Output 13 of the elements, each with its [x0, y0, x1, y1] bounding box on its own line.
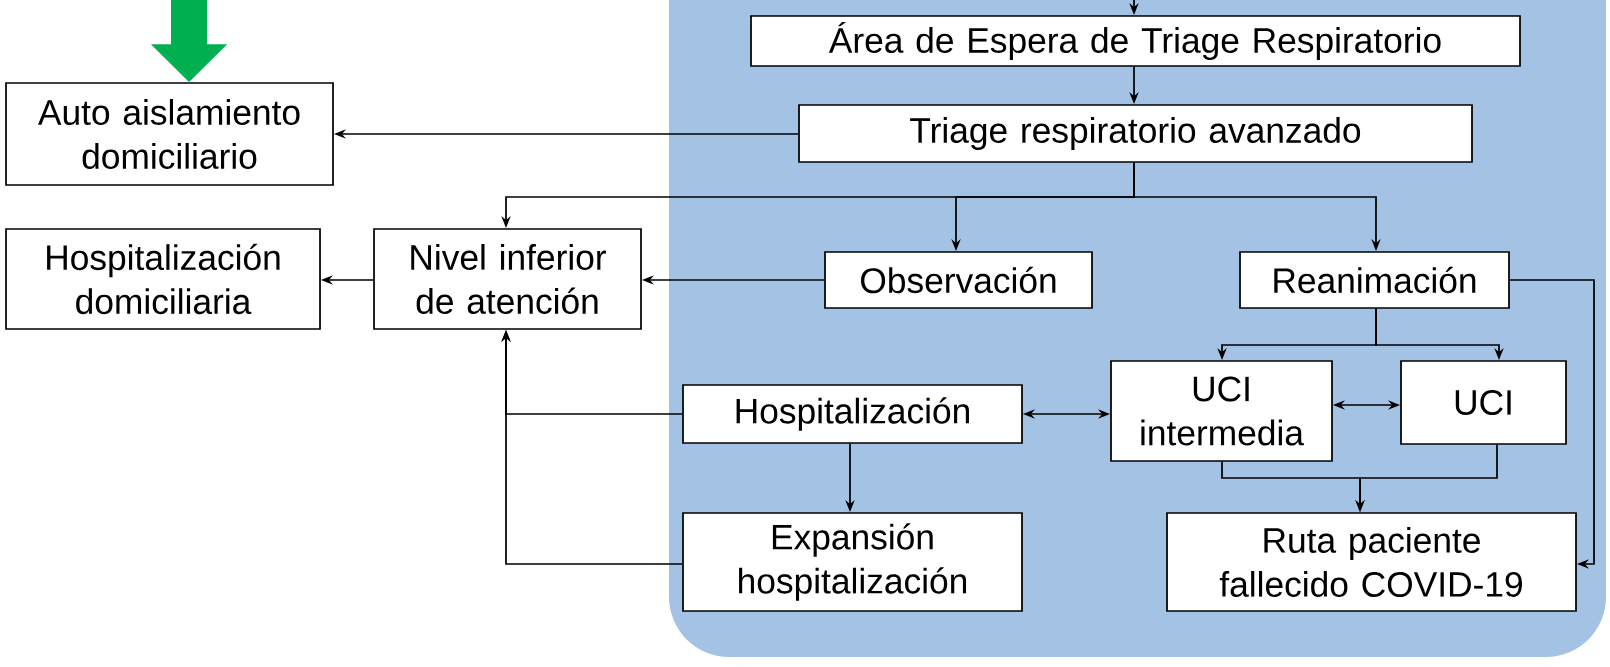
process-box: Reanimación — [1239, 251, 1510, 309]
process-box: Nivel inferior de atención — [373, 228, 642, 330]
process-box: UCI — [1400, 360, 1567, 445]
process-box: UCI intermedia — [1110, 360, 1333, 462]
process-box: Área de Espera de Triage Respiratorio — [750, 15, 1521, 67]
process-box: Hospitalización — [682, 384, 1023, 444]
process-box: Ruta paciente fallecido COVID-19 — [1166, 512, 1577, 612]
process-box: Auto aislamiento domiciliario — [5, 82, 334, 186]
process-box: Triage respiratorio avanzado — [798, 104, 1473, 163]
process-box: Expansión hospitalización — [682, 512, 1023, 612]
process-box: Observación — [824, 251, 1093, 309]
arrow — [1509, 279, 1595, 569]
process-box: Hospitalización domiciliaria — [5, 228, 321, 330]
